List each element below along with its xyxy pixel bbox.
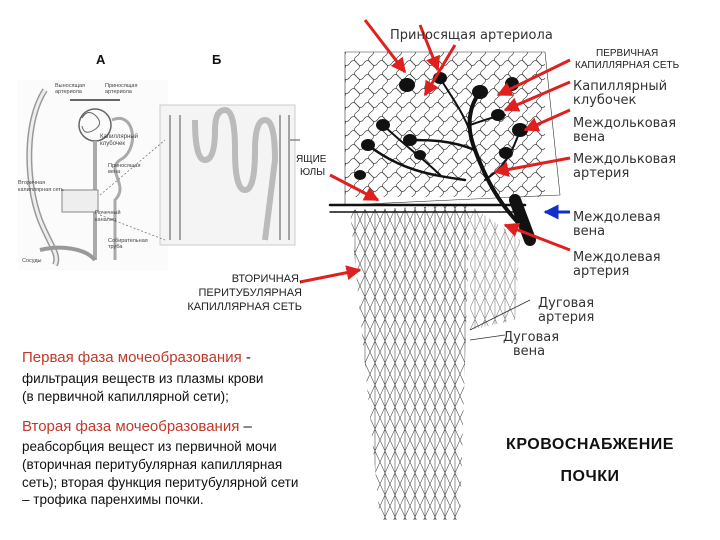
small-label-collecting: Собирательная труба: [108, 238, 148, 250]
interlobular-vein-label-2: вена: [573, 130, 606, 145]
small-label-efferent: Приносящая артериола: [105, 83, 138, 95]
tubules-label-1: ЯЩИЕ: [296, 154, 327, 165]
panel-b-tubules: [159, 104, 300, 246]
tubules-label-2: ЮЛЫ: [300, 167, 326, 178]
afferent-arteriole-label: Приносящая артериола: [390, 28, 553, 43]
interlobular-artery-label-2: артерия: [573, 166, 630, 181]
phase2-body-1: реабсорбция вещест из первичной мочи: [22, 439, 277, 454]
phase1-body-1: фильтрация веществ из плазмы крови: [22, 371, 264, 386]
small-label-secondary-net: Вторичная капиллярная сеть: [18, 180, 64, 193]
small-label-afferent: Выносящая артериола: [55, 83, 86, 95]
secondary-network-label: ВТОРИЧНАЯ, ПЕРИТУБУЛЯРНАЯ КАПИЛЛЯРНАЯ СЕ…: [187, 273, 302, 313]
primary-network-label-1: ПЕРВИЧНАЯ: [596, 48, 659, 59]
leader-lines: [469, 299, 531, 341]
label-a: А: [96, 52, 106, 67]
label-b: Б: [212, 52, 222, 67]
primary-network-label-2: КАПИЛЛЯРНАЯ СЕТЬ: [575, 60, 680, 71]
phase2-body-3: сеть); вторая функция перитубулярной сет…: [22, 475, 299, 490]
panel-a-nephron: [18, 80, 168, 270]
interlobar-artery-label-1: Междолевая: [573, 250, 661, 265]
phase2-body-4: – трофика паренхимы почки.: [22, 492, 204, 507]
phase1-dash: -: [241, 349, 251, 366]
title-line-2: ПОЧКИ: [560, 468, 620, 485]
red-pointer-arrows: [299, 19, 571, 284]
phase2-title: Вторая фаза мочеобразования: [22, 418, 240, 435]
glomerulus-label-2: клубочек: [573, 93, 637, 108]
arcuate-artery-label-1: Дуговая: [538, 296, 595, 311]
phase2-heading: Вторая фаза мочеобразования –: [22, 418, 252, 436]
phase1-title: Первая фаза мочеобразования: [22, 349, 242, 366]
interlobar-artery-label-2: артерия: [573, 264, 630, 279]
arcuate-vein-label-1: Дуговая: [503, 330, 560, 345]
phase2-body-2: (вторичная перитубулярная капиллярная: [22, 457, 283, 472]
small-label-vessel: Сосуды: [22, 258, 42, 264]
small-label-tubule: Почечный каналец: [95, 210, 121, 223]
title-line-1: КРОВОСНАБЖЕНИЕ: [506, 436, 674, 453]
interlobular-vein-label-1: Междольковая: [573, 116, 677, 131]
interlobar-vein-label-2: вена: [573, 224, 606, 239]
small-label-arteriole: Приносящая вена: [108, 163, 141, 175]
phase2-dash: –: [239, 418, 252, 435]
small-label-glomerulus: Капиллярный клубочек: [100, 134, 138, 147]
interlobar-vein-label-1: Междолевая: [573, 210, 661, 225]
interlobular-artery-label-1: Междольковая: [573, 152, 677, 167]
phase1-body-2: (в первичной капиллярной сети);: [22, 389, 229, 404]
glomerulus-label-1: Капиллярный: [573, 79, 668, 94]
arcuate-artery-label-2: артерия: [538, 310, 595, 325]
phase1-heading: Первая фаза мочеобразования -: [22, 349, 251, 367]
arcuate-vein-label-2: вена: [513, 344, 546, 359]
